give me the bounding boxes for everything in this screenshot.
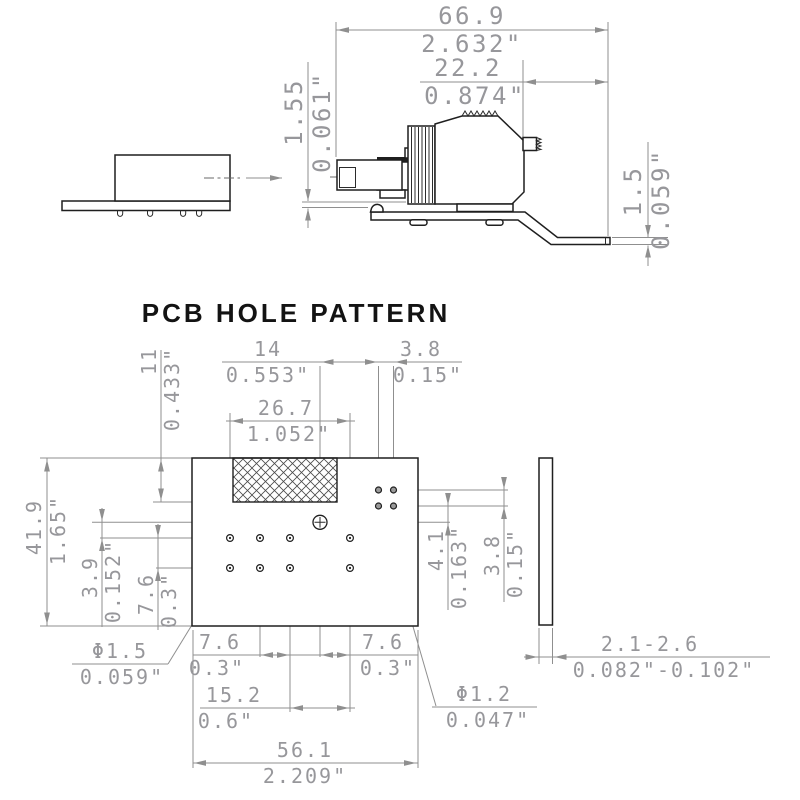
dim-cutout-depth-mm: 11 (137, 347, 161, 375)
front-view-pins (117, 210, 203, 217)
dim-board-width-inch: 2.209" (263, 764, 347, 788)
bracket-foot (409, 219, 428, 226)
mounting-bracket (370, 211, 611, 246)
dim-col-span-inch: 0.6" (198, 709, 254, 733)
connector-footprint-hatch (232, 457, 338, 503)
dim-board-thickness-inch: 0.082"-0.102" (573, 658, 756, 682)
connector-body (434, 115, 525, 205)
center-hole-cross (314, 517, 326, 528)
dim-body-width-inch: 0.874" (424, 82, 526, 110)
dim-board-width-mm: 56.1 (277, 738, 333, 762)
connector-plug-barrel (336, 159, 403, 191)
dim-standoff-mm: 1.55 (280, 78, 308, 146)
dim-overall-width-mm: 66.9 (438, 2, 506, 30)
connector-body-serration (461, 110, 499, 117)
dim-bracket-thickness-inch: 0.059" (647, 148, 675, 250)
dim-body-width-mm: 22.2 (434, 54, 502, 82)
dim-center-to-side-holes-inch: 0.553" (226, 363, 310, 387)
dim-center-to-first-row-inch: 0.152" (101, 539, 125, 623)
dim-row-pitch-mm: 7.6 (134, 573, 158, 615)
dim-side-hole-pitch-x-mm: 3.8 (400, 337, 442, 361)
pin-holes (226, 533, 355, 572)
dim-pin-hole-dia-inch: 0.059" (80, 665, 164, 689)
dim-side-hole-to-center-mm: 4.1 (424, 529, 448, 571)
dim-center-to-side-holes-mm: 14 (254, 337, 282, 361)
dim-cutout-width-mm: 26.7 (258, 396, 314, 420)
dim-side-hole-pitch-x-inch: 0.15" (393, 363, 463, 387)
dim-left-col-pitch-inch: 0.3" (189, 656, 245, 680)
bracket-foot (485, 219, 504, 226)
dim-left-col-pitch-mm: 7.6 (199, 630, 241, 654)
dim-side-hole-pitch-y-inch: 0.15" (503, 528, 527, 598)
dim-board-height-inch: 1.65" (46, 495, 70, 565)
dim-cutout-depth-inch: 0.433" (160, 347, 184, 431)
pcb-edge-outline (538, 457, 554, 626)
dim-side-hole-dia-inch: 0.047" (446, 708, 530, 732)
dim-center-to-first-row-mm: 3.9 (78, 556, 102, 598)
dim-side-hole-dia-label: Φ1.2 (456, 682, 512, 706)
dim-side-hole-to-center-inch: 0.163" (447, 525, 471, 609)
connector-latch-bump (522, 136, 538, 152)
dim-cutout-width-inch: 1.052" (247, 422, 331, 446)
dim-standoff-inch: 0.061" (308, 71, 336, 173)
pcb-hole-pattern-view: 41.9 1.65" 11 0.433" 14 0.553" 3.8 0.15"… (22, 337, 537, 788)
connector-plug-opening (339, 167, 356, 188)
dim-right-col-pitch-inch: 0.3" (360, 656, 416, 680)
front-view-base-plate (61, 200, 231, 212)
dim-col-span-mm: 15.2 (206, 683, 262, 707)
side-mount-holes (374, 486, 398, 510)
front-view (61, 154, 282, 217)
dim-row-pitch-inch: 0.3" (157, 572, 181, 628)
dim-overall-width-inch: 2.632" (421, 30, 523, 58)
dim-right-col-pitch-mm: 7.6 (362, 630, 404, 654)
pcb-edge-view: 2.1-2.6 0.082"-0.102" (524, 457, 770, 682)
dim-side-hole-pitch-y-mm: 3.8 (480, 534, 504, 576)
connector-bottom-tab (456, 203, 514, 213)
section-title: PCB HOLE PATTERN (142, 298, 450, 328)
dim-bracket-thickness-mm: 1.5 (619, 166, 647, 217)
strain-relief-ribs (411, 127, 433, 203)
connector-side-view: 66.9 2.632" 22.2 0.874" 1.55 0.061" 1.5 … (280, 2, 675, 266)
dim-board-height-mm: 41.9 (22, 499, 46, 555)
bracket-left-lip (369, 203, 384, 213)
latch-bump-serration (535, 137, 543, 151)
dim-pin-hole-dia-label: Φ1.5 (92, 639, 148, 663)
connector-arm-step (379, 189, 406, 199)
dim-board-thickness-mm: 2.1-2.6 (601, 632, 699, 656)
